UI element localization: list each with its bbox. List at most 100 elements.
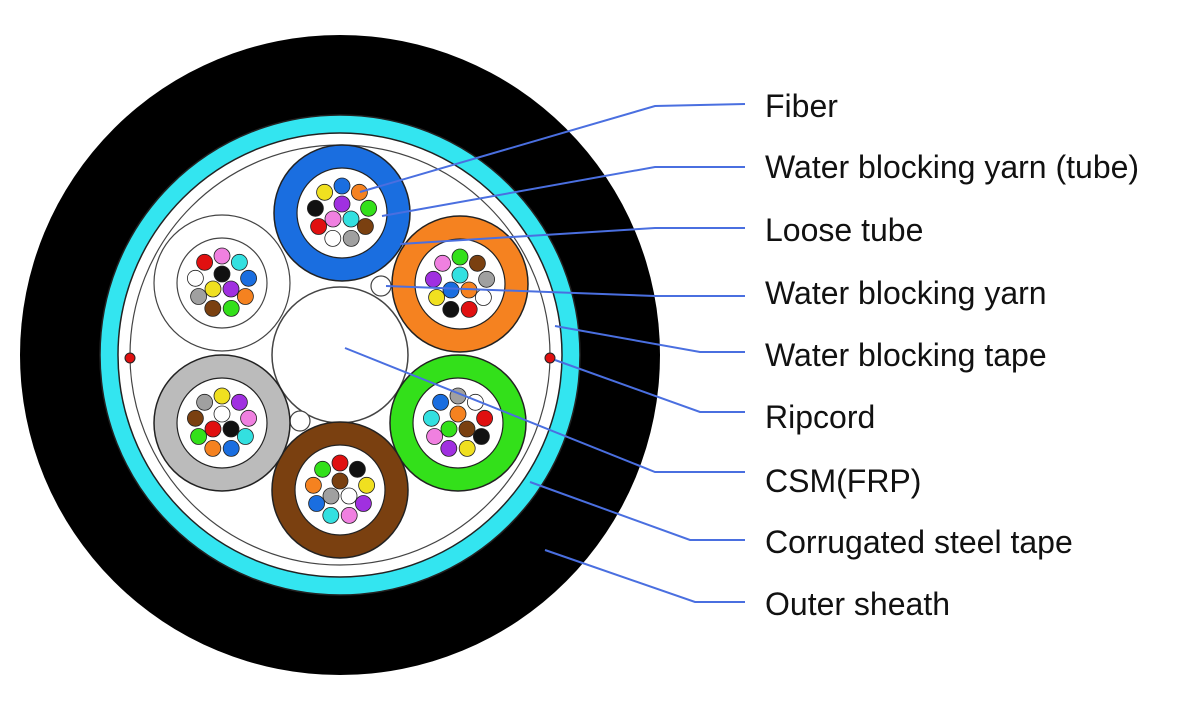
fiber <box>236 428 254 445</box>
fiber <box>314 460 332 478</box>
fiber <box>451 266 469 284</box>
fiber <box>222 299 240 317</box>
fiber <box>307 199 324 217</box>
fiber <box>428 289 446 306</box>
fiber <box>340 487 358 505</box>
loose-tube-brown <box>271 421 409 559</box>
loose-tube-white <box>153 214 291 352</box>
fiber <box>342 229 360 247</box>
fiber <box>348 460 366 478</box>
label-corrugated-steel-tape: Corrugated steel tape <box>765 524 1073 560</box>
leader-fiber <box>359 103 746 193</box>
fiber <box>333 195 351 213</box>
fiber <box>425 270 442 288</box>
label-fiber: Fiber <box>765 88 838 124</box>
fiber-bundle <box>423 387 494 457</box>
fiber <box>204 420 222 438</box>
fiber <box>360 199 378 217</box>
fiber <box>440 420 458 438</box>
fiber <box>204 439 222 457</box>
fiber <box>187 269 204 287</box>
fiber <box>458 439 476 457</box>
fiber <box>331 472 349 490</box>
fiber <box>442 281 460 299</box>
fiber <box>472 428 490 445</box>
fiber <box>213 247 231 265</box>
fiber <box>213 405 231 423</box>
label-water-blocking-yarn: Water blocking yarn <box>765 275 1047 311</box>
ripcord-right <box>544 352 556 364</box>
label-csm-frp: CSM(FRP) <box>765 463 921 499</box>
fiber <box>354 495 372 512</box>
ripcord-left <box>124 352 136 364</box>
label-loose-tube: Loose tube <box>765 212 923 248</box>
csm-frp <box>271 286 409 424</box>
fiber <box>204 299 222 317</box>
fiber <box>190 288 208 305</box>
fiber <box>434 254 452 272</box>
fiber <box>432 393 450 411</box>
leader-water-blocking-tape <box>554 325 745 353</box>
fiber <box>316 183 334 201</box>
fiber <box>322 506 340 524</box>
fiber <box>468 254 486 272</box>
leader-water-blocking-yarn <box>385 285 745 297</box>
fiber <box>449 405 467 423</box>
fiber <box>356 218 374 235</box>
loose-tube-orange <box>391 215 529 353</box>
fiber-bundle <box>187 247 258 317</box>
fiber <box>342 210 360 228</box>
fiber <box>236 288 254 305</box>
fiber <box>230 253 248 271</box>
fiber <box>222 280 240 298</box>
fiber <box>196 393 214 411</box>
fiber <box>440 439 458 457</box>
fiber <box>458 420 476 438</box>
fiber <box>426 428 444 445</box>
fiber <box>213 387 231 405</box>
fiber <box>423 409 440 427</box>
leader-corrugated-steel-tape <box>529 481 745 541</box>
fiber <box>308 495 326 512</box>
labels: Fiber Water blocking yarn (tube) Loose t… <box>765 88 1139 622</box>
leader-lines <box>344 103 746 603</box>
fiber <box>358 476 376 494</box>
fiber <box>213 265 231 283</box>
loose-tube-green <box>389 354 527 492</box>
fiber-bundle <box>307 177 378 247</box>
fiber <box>442 300 460 318</box>
fiber-bundle <box>187 387 258 457</box>
fiber <box>240 409 258 427</box>
fiber <box>204 280 222 298</box>
leader-water-blocking-yarn-tube <box>381 166 745 217</box>
leader-outer-sheath <box>544 549 745 603</box>
fiber <box>474 289 492 306</box>
fiber <box>324 229 342 247</box>
label-water-blocking-tape: Water blocking tape <box>765 337 1047 373</box>
leader-csm-frp <box>344 347 745 473</box>
water-blocking-yarn-2 <box>289 410 311 432</box>
fiber <box>350 183 368 201</box>
label-water-blocking-yarn-tube: Water blocking yarn (tube) <box>765 149 1139 185</box>
fiber <box>187 409 204 427</box>
fiber <box>476 409 494 427</box>
fiber <box>333 177 351 195</box>
fiber <box>322 487 340 505</box>
fiber <box>222 420 240 438</box>
label-ripcord: Ripcord <box>765 399 875 435</box>
fiber <box>240 269 258 287</box>
fiber <box>310 218 328 235</box>
fiber <box>324 210 342 228</box>
loose-tube-blue <box>273 144 411 282</box>
fiber <box>305 476 322 494</box>
leader-loose-tube <box>399 227 745 245</box>
fiber-bundle <box>305 454 376 524</box>
fiber <box>230 393 248 411</box>
fiber <box>478 270 496 288</box>
fiber <box>222 439 240 457</box>
leader-ripcord <box>554 359 745 413</box>
fiber <box>190 428 208 445</box>
fiber <box>331 454 349 472</box>
fiber <box>460 300 478 318</box>
